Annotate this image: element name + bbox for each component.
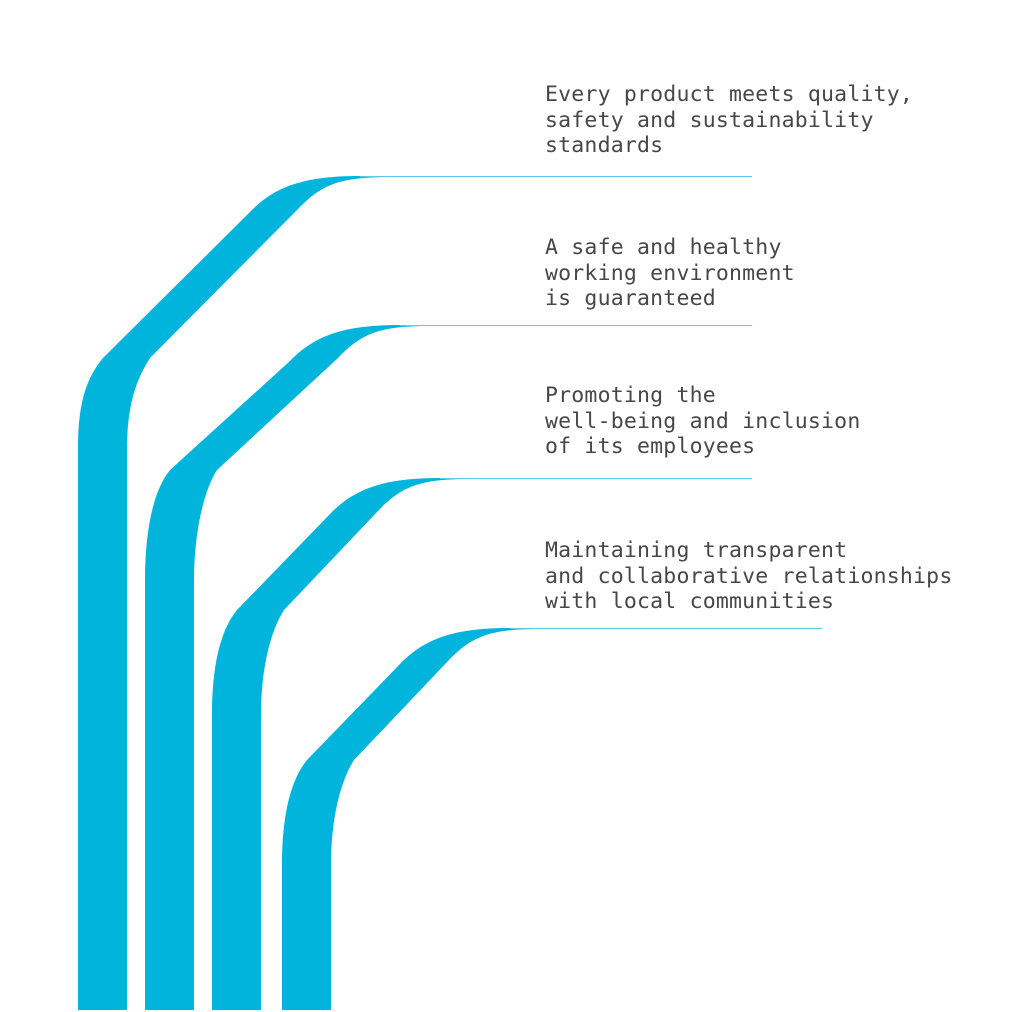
item-line: Maintaining transparent [545,538,848,563]
item-line: Promoting the [545,383,716,408]
item-text-1: Every product meets quality,safety and s… [545,82,913,159]
ribbon-2 [145,325,440,1010]
item-line: with local communities [545,589,835,614]
item-line: of its employees [545,434,756,459]
item-line: standards [545,133,664,158]
item-line: is guaranteed [545,286,716,311]
item-line: safety and sustainability [545,107,874,133]
item-line: Every product meets quality, [545,82,914,107]
ribbon-4 [282,628,550,1010]
ribbon-1 [78,176,400,1010]
item-line: A safe and healthy [545,235,782,260]
item-line: working environment [545,260,795,286]
item-line: and collaborative relationships [545,563,953,589]
ribbon-3 [212,478,480,1010]
item-line: well-being and inclusion [545,408,861,434]
